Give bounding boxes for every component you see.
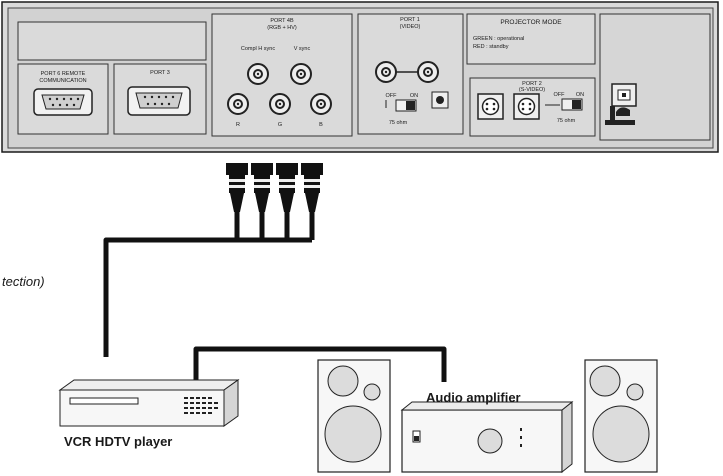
bnc-plug [276,163,298,212]
audio-cable [193,346,447,382]
blank-plate [17,21,207,61]
svideo-connector [477,93,504,120]
port2-on-label: ON [576,92,584,98]
bnc-connector [375,61,397,83]
rgb-cable [103,212,315,357]
bnc-connector [227,93,249,115]
svideo-connector [513,93,540,120]
left-speaker [317,359,391,473]
amp-indicators [520,428,522,447]
bnc-connector [310,93,332,115]
port4-label: PORT 4B [270,18,294,24]
power-area [599,13,711,141]
port1-on-label: ON [410,93,418,99]
port6-label-line1: PORT 6 REMOTE [41,71,86,77]
b-label: B [319,122,323,128]
port1-off-label: OFF [386,93,398,99]
port1-sub: (VIDEO) [400,24,421,30]
port4-sub: (RGB + HV) [267,25,297,31]
mode-button[interactable] [431,91,449,109]
vcr-label: VCR HDTV player [64,434,172,449]
bnc-connector [247,63,269,85]
port2-label: PORT 2 [522,81,542,87]
bnc-connector [417,61,439,83]
port2-ohm-label: 75 ohm [557,118,576,124]
port2-off-label: OFF [554,92,566,98]
port3-db9-connector [127,86,191,116]
termination-switch[interactable] [561,98,583,111]
bnc-connector [290,63,312,85]
port3-label: PORT 3 [150,70,170,76]
g-label: G [278,122,282,128]
port1-video-block: PORT 1 (VIDEO) OFF ON 75 ohm [357,13,464,135]
vcr-hdtv-player: VCR HDTV player [58,379,240,449]
port6-db9-connector [33,88,93,116]
r-label: R [236,122,240,128]
projector-mode-block: PROJECTOR MODE GREEN : operational RED :… [466,13,596,65]
green-status-text: GREEN : operational [473,36,524,42]
port2-sub: (S-VIDEO) [519,87,545,93]
red-status-text: RED : standby [473,44,509,50]
projector-mode-title: PROJECTOR MODE [500,19,562,26]
vcr-buttons [184,397,218,414]
port6-remote-block: PORT 6 REMOTE COMMUNICATION [17,63,109,135]
amp-switch [412,430,421,443]
right-speaker [584,359,658,473]
cable-label: tection) [2,274,45,289]
port2-svideo-block: PORT 2 (S-VIDEO) OFF ON 75 ohm [469,77,596,137]
amp-label: Audio amplifier [426,390,521,405]
comp-h-sync-label: Compl H sync [241,46,275,52]
port4-rgb-block: PORT 4B (RGB + HV) Compl H sync V sync R… [211,13,353,137]
bnc-plug [301,163,323,212]
termination-switch[interactable] [395,99,417,112]
v-sync-label: V sync [294,46,311,52]
projector-rear-panel: PORT 6 REMOTE COMMUNICATION PORT 3 [1,1,719,153]
volume-knob [477,428,503,454]
port1-ohm-label: 75 ohm [389,120,408,126]
port3-block: PORT 3 [113,63,207,135]
port1-label: PORT 1 [400,17,420,23]
bnc-plug [226,163,248,212]
bnc-plug-bundle [226,163,323,212]
port6-label-line2: COMMUNICATION [39,78,86,84]
bnc-plug [251,163,273,212]
audio-amplifier: Audio amplifier [400,390,574,474]
bnc-connector [269,93,291,115]
